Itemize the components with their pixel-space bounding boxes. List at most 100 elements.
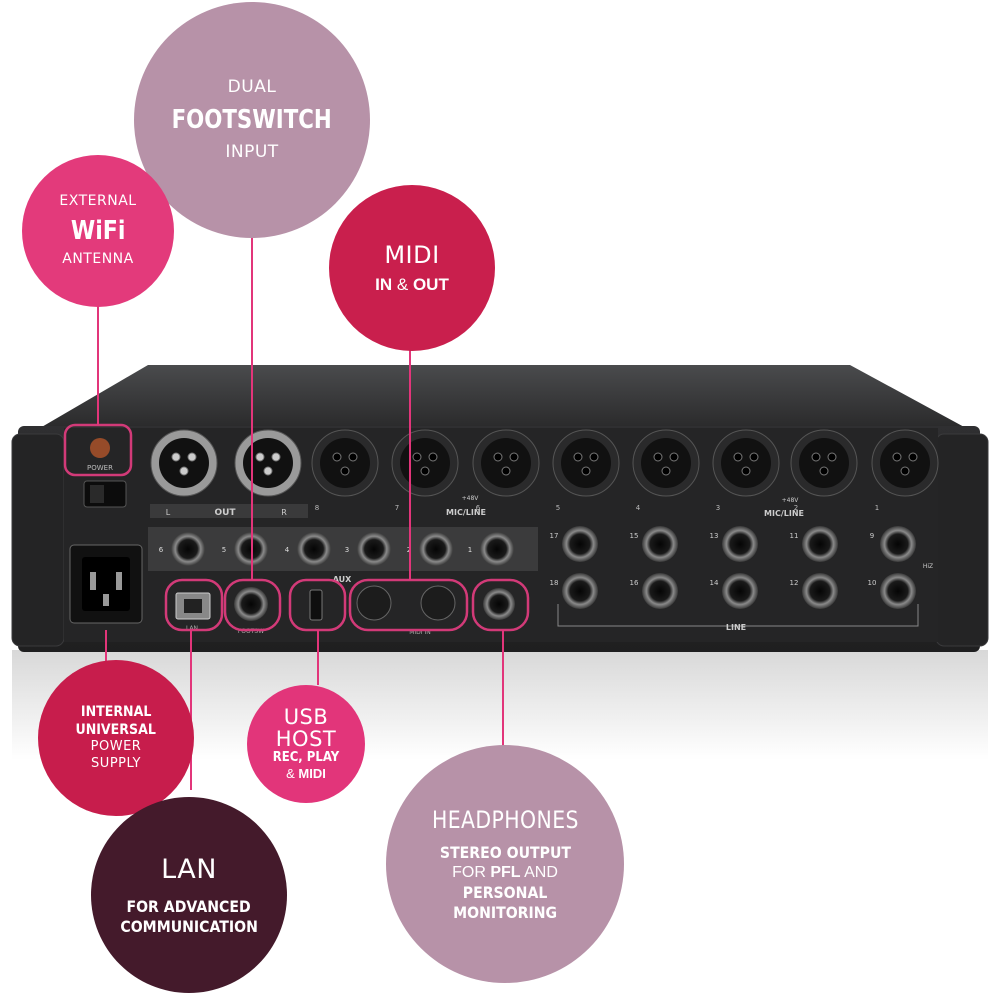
callout-headphones: HEADPHONES STEREO OUTPUT FOR PFL AND PER…	[386, 745, 624, 983]
aux-channel-number: 6	[159, 546, 164, 554]
footsw-label: FOOTSW	[238, 628, 264, 635]
line-input-jack[interactable]: 18	[550, 573, 598, 609]
xlr-input-connector[interactable]: 2	[790, 429, 858, 512]
callout-wifi-line3: ANTENNA	[62, 251, 134, 268]
line-input-jack[interactable]: 16	[630, 573, 678, 609]
callout-power-line1: INTERNAL	[80, 704, 152, 721]
line-channel-number: 12	[790, 579, 799, 587]
line-input-jack[interactable]: 15	[630, 526, 678, 562]
line-channel-number: 9	[870, 532, 874, 540]
xlr-output-connector[interactable]	[150, 429, 218, 497]
aux-output-jack[interactable]: 6	[159, 532, 205, 566]
midi-in-port[interactable]	[356, 585, 392, 621]
callout-midi: MIDI IN & OUT	[329, 185, 495, 351]
line-input-jack[interactable]: 9	[870, 526, 916, 562]
line-input-jack[interactable]: 12	[790, 573, 838, 609]
callout-power-line4: SUPPLY	[91, 755, 141, 771]
callout-lan: LAN FOR ADVANCED COMMUNICATION	[91, 797, 287, 993]
callout-usb-line1: USB	[283, 704, 329, 729]
line-input-jack[interactable]: 10	[868, 573, 916, 609]
callout-footswitch-line3: INPUT	[225, 142, 279, 163]
line-input-jack[interactable]: 13	[710, 526, 758, 562]
aux-output-jack[interactable]: 4	[285, 532, 331, 566]
right-rack-ear	[935, 433, 989, 647]
line-input-jack[interactable]: 11	[790, 526, 838, 562]
callout-headphones-for: FOR	[452, 864, 491, 881]
callout-power-supply: INTERNAL UNIVERSAL POWER SUPPLY	[38, 660, 194, 816]
usb-host-port[interactable]	[309, 589, 323, 621]
line-input-jack[interactable]: 14	[710, 573, 758, 609]
aux-label: AUX	[333, 575, 352, 584]
line-channel-number: 18	[550, 579, 559, 587]
xlr-channel-number: 6	[476, 504, 481, 512]
xlr-input-connector[interactable]: 6	[472, 429, 540, 512]
line-channel-number: 14	[710, 579, 719, 587]
callout-midi-out: OUT	[412, 275, 449, 295]
xlr-input-connector[interactable]: 1	[871, 429, 939, 512]
line-input-jack[interactable]: 17	[550, 526, 598, 562]
xlr-input-connector[interactable]: 8	[311, 429, 379, 512]
aux-channel-number: 1	[468, 546, 472, 554]
device-top-lid	[40, 365, 966, 428]
lan-port-label: LAN	[186, 625, 198, 632]
xlr-channel-number: 4	[636, 504, 641, 512]
midi-label: MIDI IN	[409, 629, 431, 636]
line-label: LINE	[726, 623, 746, 632]
power-label: POWER	[87, 464, 113, 472]
xlr-channel-number: 1	[875, 504, 879, 512]
callout-power-line3: POWER	[90, 739, 142, 755]
callout-headphones-line5: MONITORING	[452, 903, 558, 922]
callout-wifi-line1: EXTERNAL	[59, 193, 137, 210]
aux-channel-number: 3	[345, 546, 349, 554]
line-channel-number: 11	[790, 532, 799, 540]
xlr-input-connector[interactable]: 3	[712, 429, 780, 512]
callout-midi-line1: MIDI	[384, 241, 440, 270]
callout-headphones-line4: PERSONAL	[462, 883, 548, 902]
callout-usb-amp: &	[286, 766, 299, 782]
callout-usb-line4: & MIDI	[286, 766, 326, 782]
callout-footswitch-line1: DUAL	[227, 76, 277, 97]
callout-headphones-line3: FOR PFL AND	[452, 863, 558, 883]
phantom-right-label: +48V	[782, 497, 800, 504]
mic-line-left-label: MIC/LINE	[446, 508, 486, 517]
left-rack-ear	[11, 433, 65, 647]
callout-usb-midi: MIDI	[298, 766, 326, 782]
callout-midi-in: IN	[375, 275, 393, 295]
xlr-channel-number: 8	[315, 504, 319, 512]
aux-output-jack[interactable]: 1	[468, 532, 514, 566]
power-led-icon: POWER	[87, 438, 113, 472]
footswitch-jack[interactable]	[234, 587, 268, 621]
out-label: OUT	[214, 508, 236, 518]
line-channel-number: 10	[868, 579, 877, 587]
xlr-channel-number: 3	[716, 504, 720, 512]
callout-lan-line1: LAN	[161, 854, 217, 886]
xlr-channel-number: 7	[395, 504, 399, 512]
headphones-jack[interactable]	[483, 588, 515, 620]
callout-headphones-line2: STEREO OUTPUT	[439, 843, 571, 862]
xlr-input-connector[interactable]: 4	[632, 429, 700, 512]
xlr-input-connector[interactable]: 7	[391, 429, 459, 512]
callout-wifi-line2: WiFi	[70, 215, 126, 246]
hiz-label: HiZ	[923, 563, 933, 570]
xlr-channel-number: 5	[556, 504, 560, 512]
callout-usb-line3: REC, PLAY	[272, 749, 340, 765]
callout-headphones-line1: HEADPHONES	[431, 806, 579, 834]
callout-power-line2: UNIVERSAL	[75, 721, 157, 738]
xlr-output-connector[interactable]	[234, 429, 302, 497]
xlr-connector-row: 8 7 6 5 4 3 2 1	[150, 429, 939, 512]
out-l-label: L	[166, 508, 171, 517]
aux-output-jack[interactable]: 3	[345, 532, 391, 566]
midi-out-port[interactable]	[420, 585, 456, 621]
callout-usb-host: USB HOST REC, PLAY & MIDI	[247, 685, 365, 803]
aux-channel-number: 5	[222, 546, 226, 554]
leader-lines	[97, 236, 504, 790]
callout-headphones-and: AND	[520, 864, 558, 881]
line-channel-number: 15	[630, 532, 639, 540]
callout-wifi: EXTERNAL WiFi ANTENNA	[22, 155, 174, 307]
line-channel-number: 17	[550, 532, 559, 540]
callout-footswitch: DUAL FOOTSWITCH INPUT	[134, 2, 370, 238]
aux-channel-number: 4	[285, 546, 290, 554]
xlr-input-connector[interactable]: 5	[552, 429, 620, 512]
